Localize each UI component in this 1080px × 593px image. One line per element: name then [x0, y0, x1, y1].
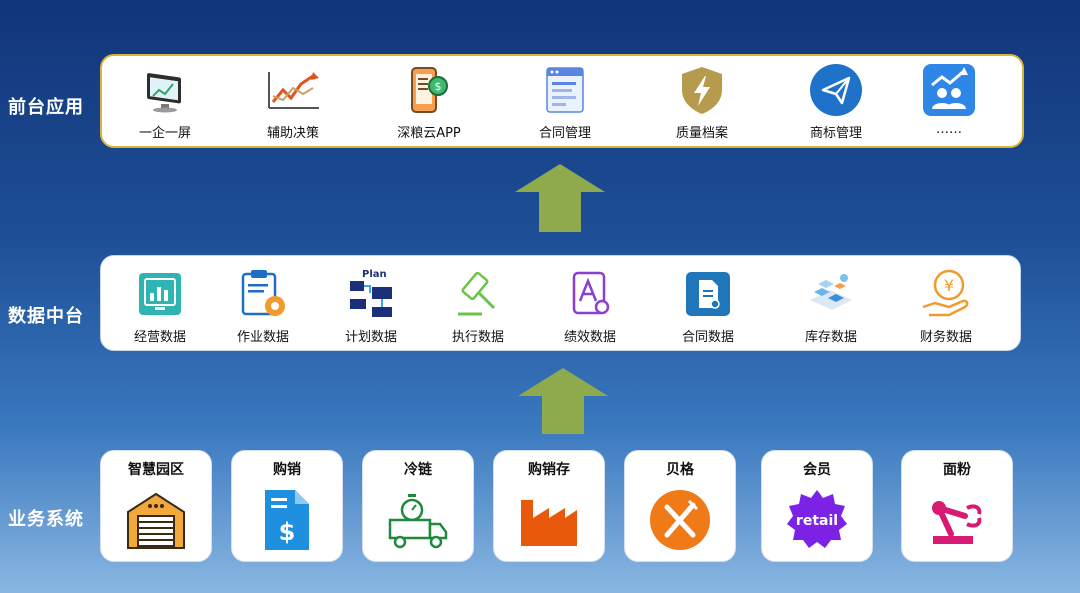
front-layer-title: 前台应用 — [8, 97, 84, 118]
front-app-label: 质量档案 — [675, 126, 728, 141]
front-app-mobile[interactable]: $ 深粮云APP — [374, 62, 484, 141]
biz-card-title: 面粉 — [943, 462, 971, 478]
data-item-operation[interactable]: 经营数据 — [105, 266, 215, 345]
biz-card-bege[interactable]: 贝格 — [624, 450, 736, 562]
data-platform-panel: 经营数据 作业数据 Plan — [100, 255, 1021, 351]
mobile-app-icon: $ — [401, 62, 457, 118]
retail-badge-icon: retail — [782, 485, 852, 555]
biz-card-title: 购销 — [273, 462, 301, 478]
data-item-label: 库存数据 — [804, 330, 857, 345]
biz-card-member[interactable]: 会员 retail — [761, 450, 873, 562]
data-item-label: 经营数据 — [133, 330, 186, 345]
data-item-performance[interactable]: 绩效数据 — [535, 266, 645, 345]
front-app-label: 一企一屏 — [138, 126, 191, 141]
front-app-decision[interactable]: 辅助决策 — [238, 62, 348, 141]
isometric-warehouse-icon — [803, 266, 859, 322]
data-item-work[interactable]: 作业数据 — [208, 266, 318, 345]
warehouse-icon — [121, 485, 191, 555]
front-app-more[interactable]: …… — [894, 62, 1004, 137]
data-item-label: 计划数据 — [344, 330, 397, 345]
data-item-label: 财务数据 — [919, 330, 972, 345]
data-item-plan[interactable]: Plan 计划数据 — [316, 266, 426, 345]
trend-chart-icon — [265, 62, 321, 118]
dollar-icon-text: $ — [279, 518, 296, 546]
biz-card-park[interactable]: 智慧园区 — [100, 450, 212, 562]
monitor-icon — [137, 62, 193, 118]
paper-plane-icon — [808, 62, 864, 118]
dashboard-chart-icon — [132, 266, 188, 322]
biz-card-title: 智慧园区 — [128, 462, 184, 478]
front-app-label: 深粮云APP — [397, 126, 461, 141]
biz-card-flour[interactable]: 面粉 — [901, 450, 1013, 562]
front-app-panel: 一企一屏 辅助决策 $ 深粮云APP — [100, 54, 1024, 148]
biz-card-title: 冷链 — [404, 462, 432, 478]
data-item-inventory[interactable]: 库存数据 — [776, 266, 886, 345]
plan-flow-icon: Plan — [343, 266, 399, 322]
data-item-finance[interactable]: ¥ 财务数据 — [891, 266, 1001, 345]
dollar-document-icon: $ — [252, 485, 322, 555]
data-item-label: 合同数据 — [681, 330, 734, 345]
shield-bolt-icon — [674, 62, 730, 118]
clipboard-gear-icon — [235, 266, 291, 322]
plan-icon-text: Plan — [362, 269, 387, 280]
front-app-contract[interactable]: 合同管理 — [510, 62, 620, 141]
gavel-icon — [450, 266, 506, 322]
robot-arm-icon — [922, 485, 992, 555]
front-app-label: 辅助决策 — [266, 126, 319, 141]
business-layer-title: 业务系统 — [8, 509, 84, 530]
users-growth-icon — [921, 62, 977, 118]
front-app-trademark[interactable]: 商标管理 — [781, 62, 891, 141]
yen-icon-text: ¥ — [944, 276, 954, 295]
data-item-contract[interactable]: 合同数据 — [653, 266, 763, 345]
performance-a-icon — [562, 266, 618, 322]
data-item-label: 作业数据 — [236, 330, 289, 345]
front-app-quality[interactable]: 质量档案 — [647, 62, 757, 141]
factory-icon — [514, 485, 584, 555]
data-layer-title: 数据中台 — [8, 306, 84, 327]
biz-card-title: 购销存 — [528, 462, 570, 478]
fork-knife-icon — [645, 485, 715, 555]
biz-card-purchase-sales[interactable]: 购销 $ — [231, 450, 343, 562]
refrigerated-truck-icon — [383, 485, 453, 555]
front-app-label: 商标管理 — [809, 126, 862, 141]
data-item-label: 绩效数据 — [563, 330, 616, 345]
up-arrow-icon — [515, 164, 605, 232]
yen-hand-icon: ¥ — [918, 266, 974, 322]
front-app-monitor[interactable]: 一企一屏 — [110, 62, 220, 141]
contract-document-icon — [537, 62, 593, 118]
front-app-label: …… — [936, 122, 962, 137]
data-item-label: 执行数据 — [451, 330, 504, 345]
up-arrow-icon — [518, 368, 608, 434]
svg-text:$: $ — [435, 80, 442, 93]
biz-card-psi[interactable]: 购销存 — [493, 450, 605, 562]
biz-card-cold-chain[interactable]: 冷链 — [362, 450, 474, 562]
contract-file-icon — [680, 266, 736, 322]
front-app-label: 合同管理 — [538, 126, 591, 141]
biz-card-title: 会员 — [803, 462, 831, 478]
retail-icon-text: retail — [796, 513, 838, 529]
data-item-execution[interactable]: 执行数据 — [423, 266, 533, 345]
biz-card-title: 贝格 — [666, 462, 694, 478]
